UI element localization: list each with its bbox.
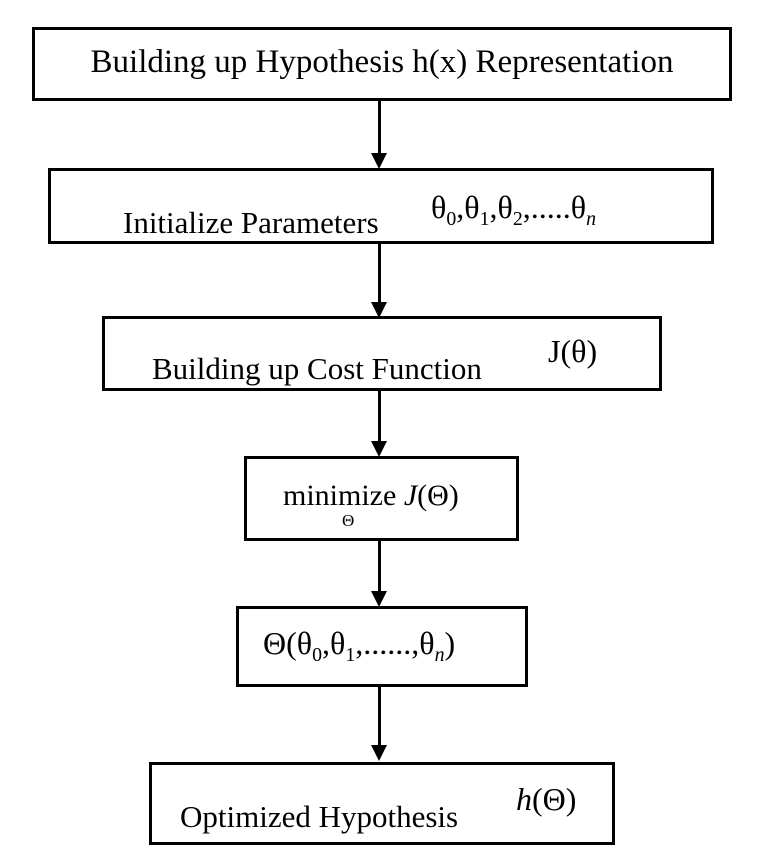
arrowhead-4 [371, 591, 387, 607]
arrowhead-2 [371, 302, 387, 318]
step-box-theta-vector: Θ(θ0,θ1,......,θn) [236, 606, 528, 687]
minimize-subscript: Θ [342, 511, 355, 530]
step-label-optimized-hypothesis: Optimized Hypothesis [180, 799, 459, 834]
arrowhead-1 [371, 153, 387, 169]
step-label-initialize: Initialize Parameters [123, 205, 379, 240]
connector-line-5 [378, 687, 381, 745]
step-box-cost-function: Building up Cost Function J(θ) [102, 316, 662, 391]
step-box-optimized-hypothesis: Optimized Hypothesis h(Θ) [149, 762, 615, 845]
optimized-hypothesis-symbol: h(Θ) [516, 781, 577, 817]
step-label-hypothesis: Building up Hypothesis h(x) Representati… [90, 44, 674, 80]
step-box-initialize: Initialize Parameters θ0,θ1,θ2,.....θn [48, 168, 714, 244]
connector-line-3 [378, 391, 381, 441]
step-label-cost-function: Building up Cost Function [152, 351, 482, 386]
arrowhead-3 [371, 441, 387, 457]
minimize-expression: minimize J(Θ) [283, 479, 459, 512]
arrowhead-5 [371, 745, 387, 761]
cost-function-symbol: J(θ) [548, 333, 598, 369]
connector-line-1 [378, 101, 381, 153]
connector-line-2 [378, 244, 381, 302]
step-box-hypothesis: Building up Hypothesis h(x) Representati… [32, 27, 732, 101]
connector-line-4 [378, 541, 381, 591]
theta-vector-expression: Θ(θ0,θ1,......,θn) [263, 625, 456, 666]
step-box-minimize: minimize J(Θ) Θ [244, 456, 519, 541]
theta-parameters-symbol: θ0,θ1,θ2,.....θn [431, 189, 596, 230]
